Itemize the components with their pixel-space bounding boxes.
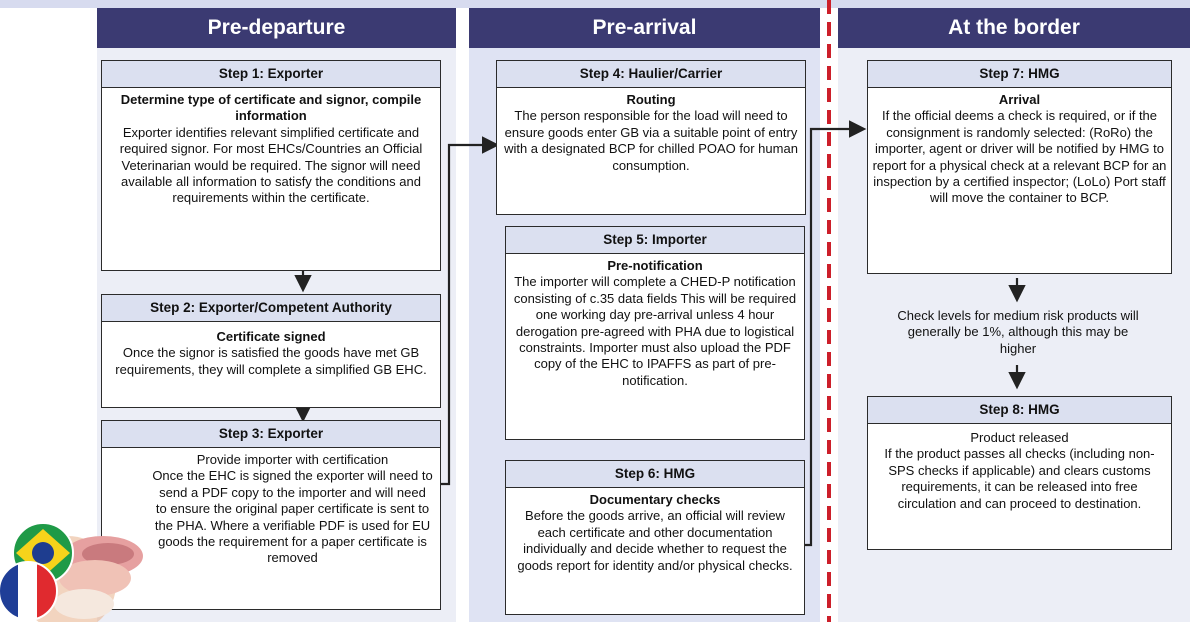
step-7-subtitle: Arrival: [998, 92, 1041, 107]
step-5-title: Step 5: Importer: [506, 227, 804, 254]
step-4-title: Step 4: Haulier/Carrier: [497, 61, 805, 88]
step-1-box: Step 1: Exporter Determine type of certi…: [101, 60, 441, 271]
meat-icon: [54, 536, 143, 619]
step-7-title: Step 7: HMG: [868, 61, 1171, 88]
step-6-title: Step 6: HMG: [506, 461, 804, 488]
column-header-pre-arrival: Pre-arrival: [469, 8, 820, 48]
france-flag-icon: [0, 562, 57, 620]
step-8-box: Step 8: HMG Product released If the prod…: [867, 396, 1172, 550]
step-2-text: Once the signor is satisfied the goods h…: [115, 345, 427, 377]
step-3-title: Step 3: Exporter: [102, 421, 440, 448]
arrow-step3-to-step4: [441, 136, 500, 486]
step-1-subtitle: Determine type of certificate and signor…: [120, 92, 422, 124]
step-8-subtitle: Product released: [970, 430, 1069, 445]
step-4-text: The person responsible for the load will…: [504, 108, 798, 173]
step-7-box: Step 7: HMG Arrival If the official deem…: [867, 60, 1172, 274]
check-levels-text: Check levels for medium risk products wi…: [897, 308, 1139, 356]
step-1-title: Step 1: Exporter: [102, 61, 440, 88]
column-header-at-border: At the border: [838, 8, 1190, 48]
step-5-box: Step 5: Importer Pre-notification The im…: [505, 226, 805, 440]
origin-badge: [0, 522, 143, 622]
step-4-subtitle: Routing: [626, 92, 676, 107]
step-8-text: If the product passes all checks (includ…: [884, 446, 1155, 511]
step-3-text: Once the EHC is signed the exporter will…: [152, 468, 433, 566]
step-7-text: If the official deems a check is require…: [872, 108, 1167, 206]
step-5-subtitle: Pre-notification: [607, 258, 703, 273]
step-2-title: Step 2: Exporter/Competent Authority: [102, 295, 440, 322]
step-2-subtitle: Certificate signed: [216, 329, 326, 344]
arrow-step6-to-step7: [805, 120, 867, 547]
column-header-pre-departure: Pre-departure: [97, 8, 456, 48]
step-2-box: Step 2: Exporter/Competent Authority Cer…: [101, 294, 441, 408]
step-6-box: Step 6: HMG Documentary checks Before th…: [505, 460, 805, 615]
step-1-text: Exporter identifies relevant simplified …: [119, 124, 423, 206]
step-5-text: The importer will complete a CHED-P noti…: [513, 274, 797, 388]
step-4-box: Step 4: Haulier/Carrier Routing The pers…: [496, 60, 806, 215]
step-6-text: Before the goods arrive, an official wil…: [517, 508, 793, 573]
step-3-subtitle: Provide importer with certification: [196, 452, 389, 467]
step-3-box: Step 3: Exporter Provide importer with c…: [101, 420, 441, 610]
step-6-subtitle: Documentary checks: [589, 492, 721, 507]
step-8-title: Step 8: HMG: [868, 397, 1171, 424]
top-band: [0, 0, 1190, 8]
